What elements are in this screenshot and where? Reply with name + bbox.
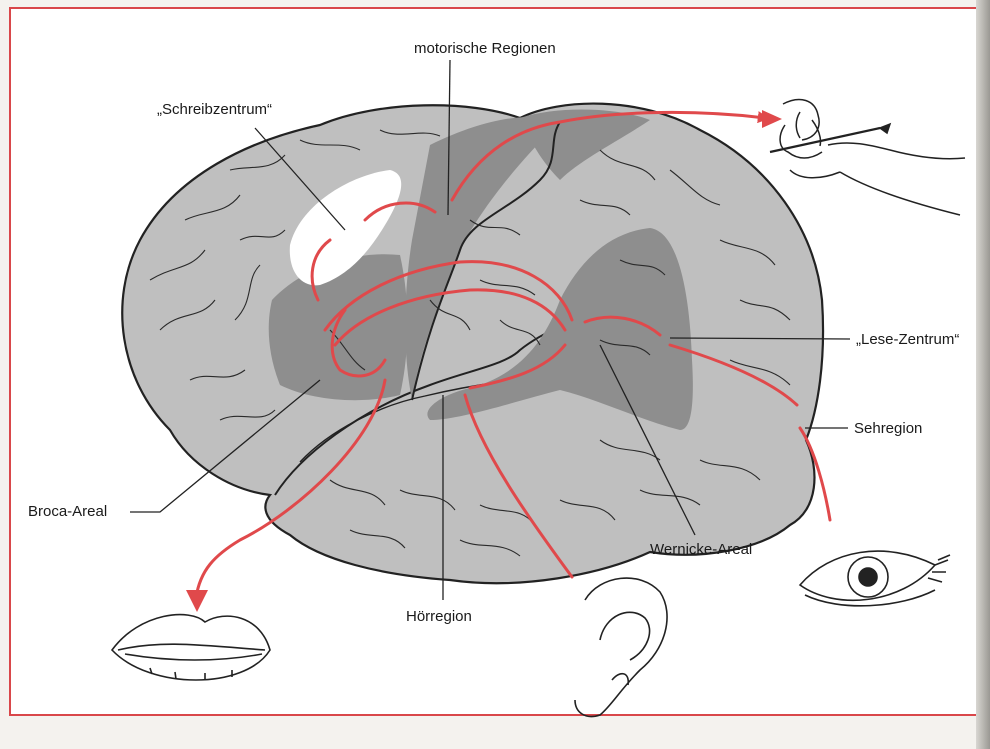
label-auditory-region: Hörregion [406,608,472,626]
label-writing-center: „Schreibzentrum“ [157,101,272,119]
label-motor-regions: motorische Regionen [414,40,556,58]
label-wernicke-area: Wernicke-Areal [650,541,752,559]
page-edge-shadow [976,0,990,749]
label-broca-area: Broca-Areal [28,503,107,521]
label-reading-center: „Lese-Zentrum“ [856,331,959,349]
label-visual-region: Sehregion [854,420,922,438]
